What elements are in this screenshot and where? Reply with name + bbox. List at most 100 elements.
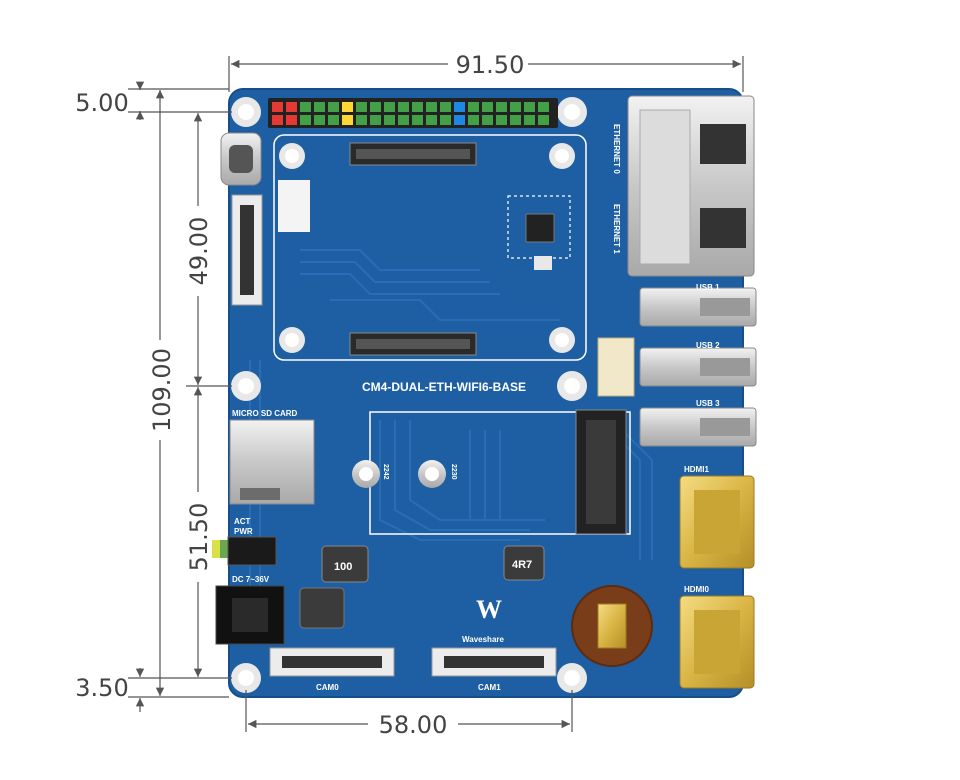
- gpio-pin: [314, 102, 325, 112]
- gpio-pin: [468, 102, 479, 112]
- label-sticker: [278, 180, 310, 232]
- hdmi-port-1: [679, 475, 755, 569]
- gpio-pin: [426, 102, 437, 112]
- inductor-4r7: [503, 545, 545, 581]
- ethernet1-label: ETHERNET 1: [612, 204, 621, 254]
- gpio-pin: [356, 102, 367, 112]
- gpio-pin: [496, 115, 507, 125]
- dimension-lines: [128, 56, 744, 732]
- hdmi1-label: HDMI1: [684, 465, 709, 474]
- cm4-connector-top: [349, 142, 477, 166]
- dim-lower-height: 51.50: [185, 503, 213, 572]
- gpio-pin: [496, 102, 507, 112]
- m2-slot: [575, 409, 627, 535]
- ic-chip: [507, 195, 571, 259]
- act-led: [212, 540, 220, 558]
- logo-label: Waveshare: [462, 635, 505, 644]
- cam1-connector: [431, 647, 557, 677]
- gpio-pin: [356, 115, 367, 125]
- act-label: ACT: [234, 517, 251, 526]
- gpio-pin: [538, 115, 549, 125]
- dim-cm4-height: 49.00: [185, 217, 213, 286]
- cam0-label: CAM0: [316, 683, 339, 692]
- pcb-board: W CM4-DUAL-ETH-WIFI6-BASE ETHERNET 0 ETH…: [212, 88, 757, 698]
- led-component: [534, 256, 552, 270]
- inductor-4r7-label: 4R7: [512, 559, 532, 571]
- gpio-pin: [482, 102, 493, 112]
- m2-2242-label: 2242: [382, 464, 389, 480]
- gpio-pin: [300, 102, 311, 112]
- hdmi-port-0: [679, 595, 755, 689]
- gpio-pin: [370, 115, 381, 125]
- gpio-pin: [426, 115, 437, 125]
- cm4-mount-hole: [549, 327, 575, 353]
- gpio-pin: [342, 102, 353, 112]
- mounting-hole: [231, 663, 261, 693]
- m2-standoff: [352, 460, 380, 488]
- dc-jack: [215, 585, 285, 645]
- mounting-hole: [557, 371, 587, 401]
- mounting-hole: [557, 663, 587, 693]
- cm4-connector-bottom: [349, 332, 477, 356]
- gpio-pin: [384, 115, 395, 125]
- gpio-pin: [524, 102, 535, 112]
- usb-port-1: [639, 287, 757, 327]
- dc-label: DC 7~36V: [232, 575, 270, 584]
- dim-width: 91.50: [456, 51, 525, 79]
- gpio-pin: [454, 102, 465, 112]
- gpio-pin: [314, 115, 325, 125]
- silkscreen-labels: CM4-DUAL-ETH-WIFI6-BASE ETHERNET 0 ETHER…: [232, 124, 720, 692]
- gpio-pin: [482, 115, 493, 125]
- gpio-pin: [328, 115, 339, 125]
- gpio-pin: [286, 115, 297, 125]
- dim-top-margin: 5.00: [75, 89, 128, 117]
- svg-text:W: W: [476, 595, 502, 624]
- hdmi0-label: HDMI0: [684, 585, 709, 594]
- usb-port-3: [639, 407, 757, 447]
- cam0-connector: [269, 647, 395, 677]
- inductor-100: [321, 545, 369, 583]
- gpio-pin: [538, 102, 549, 112]
- gpio-pin: [440, 102, 451, 112]
- gpio-pin: [286, 102, 297, 112]
- cm4-outline: [273, 134, 587, 361]
- inductor-100-label: 100: [334, 561, 352, 573]
- usb1-label: USB 1: [696, 283, 720, 292]
- fan-header: [597, 337, 635, 397]
- sd-label: MICRO SD CARD: [232, 409, 298, 418]
- mounting-holes: [231, 97, 587, 693]
- mounting-hole: [557, 97, 587, 127]
- dimension-labels: 91.50 5.00 109.00 49.00 51.50 3.50 58.00: [75, 51, 524, 739]
- usb-c-port: [220, 132, 262, 186]
- gpio-pin: [510, 102, 521, 112]
- dim-hole-spacing: 58.00: [379, 711, 448, 739]
- usb3-label: USB 3: [696, 399, 720, 408]
- gpio-pin: [412, 115, 423, 125]
- gpio-pin: [440, 115, 451, 125]
- pwr-label: PWR: [234, 527, 253, 536]
- pcb-substrate: [228, 88, 744, 698]
- cm4-mount-hole: [549, 143, 575, 169]
- cam1-label: CAM1: [478, 683, 501, 692]
- mounting-hole: [231, 97, 261, 127]
- rtc-battery-holder: [571, 585, 653, 667]
- gpio-pin: [370, 102, 381, 112]
- usb-port-2: [639, 347, 757, 387]
- board-title: CM4-DUAL-ETH-WIFI6-BASE: [362, 380, 526, 394]
- gpio-pin: [412, 102, 423, 112]
- gpio-pin: [454, 115, 465, 125]
- pwr-led: [220, 540, 228, 558]
- gpio-pin: [510, 115, 521, 125]
- gpio-pin: [342, 115, 353, 125]
- power-switch: [227, 536, 277, 566]
- gpio-pin: [328, 102, 339, 112]
- gpio-pin: [272, 102, 283, 112]
- gpio-pin: [300, 115, 311, 125]
- ethernet-port: [627, 95, 755, 277]
- m2-standoff: [418, 460, 446, 488]
- display-connector: [231, 194, 263, 306]
- dim-total-height: 109.00: [148, 348, 176, 432]
- gpio-header: [268, 98, 558, 128]
- gpio-pin: [524, 115, 535, 125]
